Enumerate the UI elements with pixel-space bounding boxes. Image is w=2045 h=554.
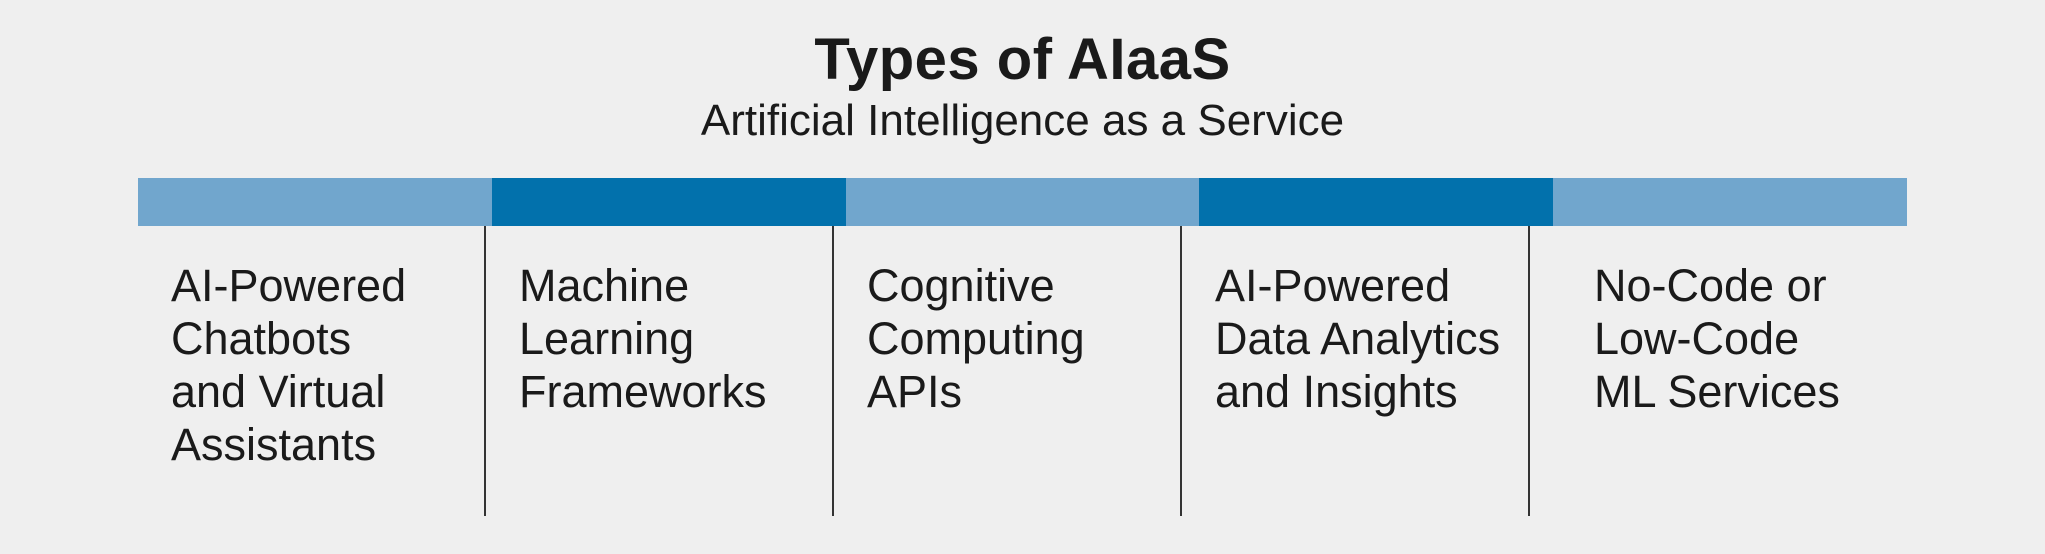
header: Types of AIaaS Artificial Intelligence a…: [0, 0, 2045, 146]
column-label-chatbots: AI-Powered Chatbots and Virtual Assistan…: [171, 260, 407, 470]
bar-segment-ml-frameworks: [491, 178, 846, 226]
column-ml-frameworks: Machine Learning Frameworks: [484, 226, 832, 516]
bar-segment-data-analytics: [1199, 178, 1554, 226]
page-subtitle: Artificial Intelligence as a Service: [700, 95, 1345, 145]
column-no-code: No-Code or Low-Code ML Services: [1528, 226, 1907, 516]
bar-segment-chatbots: [138, 178, 492, 226]
bar-segment-cognitive-apis: [845, 178, 1200, 226]
column-label-no-code: No-Code or Low-Code ML Services: [1594, 260, 1840, 417]
bar-segment-no-code: [1553, 178, 1907, 226]
columns-row: AI-Powered Chatbots and Virtual Assistan…: [138, 226, 1907, 516]
column-chatbots: AI-Powered Chatbots and Virtual Assistan…: [138, 226, 484, 516]
segment-bar: [138, 178, 1907, 226]
column-label-ml-frameworks: Machine Learning Frameworks: [519, 260, 767, 417]
page-title: Types of AIaaS: [814, 27, 1231, 92]
column-cognitive-apis: Cognitive Computing APIs: [832, 226, 1180, 516]
column-label-cognitive-apis: Cognitive Computing APIs: [867, 260, 1085, 417]
column-label-data-analytics: AI-Powered Data Analytics and Insights: [1215, 260, 1501, 417]
column-data-analytics: AI-Powered Data Analytics and Insights: [1180, 226, 1528, 516]
